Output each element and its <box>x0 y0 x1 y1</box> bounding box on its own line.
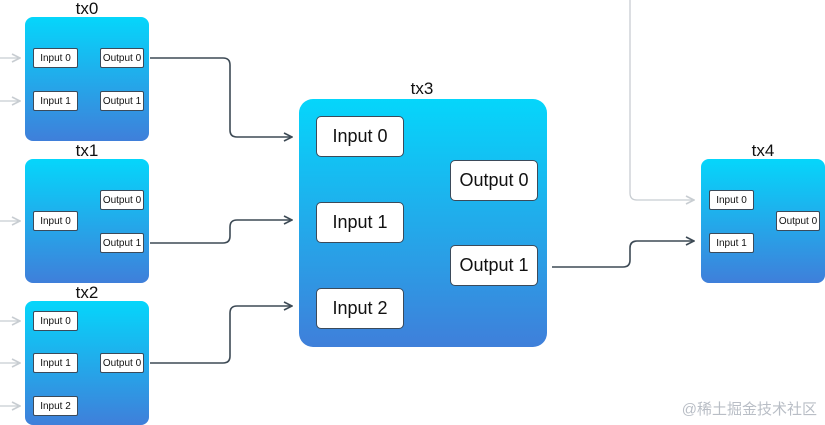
tx2-box: Input 0 Input 1 Input 2 Output 0 <box>25 301 149 425</box>
tx0-output-0: Output 0 <box>100 48 144 68</box>
tx1-box: Input 0 Output 0 Output 1 <box>25 159 149 283</box>
tx2-input-2: Input 2 <box>33 396 78 416</box>
tx4-output-0: Output 0 <box>776 211 820 231</box>
edge-tx2-output-0-to-tx3-input-2 <box>150 306 292 364</box>
tx1-title: tx1 <box>75 141 99 160</box>
tx2-title: tx2 <box>75 283 99 302</box>
tx3-input-0: Input 0 <box>316 116 404 157</box>
tx3-title: tx3 <box>410 79 434 98</box>
tx3-output-0: Output 0 <box>450 160 538 201</box>
tx1-output-1: Output 1 <box>100 233 144 253</box>
tx4-box: Input 0 Input 1 Output 0 <box>701 159 825 283</box>
tx3-input-1: Input 1 <box>316 202 404 243</box>
tx0-box: Input 0 Input 1 Output 0 Output 1 <box>25 17 149 141</box>
tx4-input-0: Input 0 <box>709 190 754 210</box>
tx3-output-1: Output 1 <box>450 245 538 286</box>
edge-tx3-output-1-to-tx4-input-1 <box>552 241 694 268</box>
tx4-input-1: Input 1 <box>709 233 754 253</box>
watermark: @稀土掘金技术社区 <box>681 401 817 418</box>
tx1-output-0: Output 0 <box>100 190 144 210</box>
tx3-input-2: Input 2 <box>316 288 404 329</box>
tx0-title: tx0 <box>75 0 99 18</box>
tx1-input-0: Input 0 <box>33 211 78 231</box>
tx0-output-1: Output 1 <box>100 91 144 111</box>
tx2-output-0: Output 0 <box>100 353 144 373</box>
edge-in-tx4-input-0 <box>629 0 694 200</box>
tx2-input-0: Input 0 <box>33 311 78 331</box>
tx0-input-1: Input 1 <box>33 91 78 111</box>
tx0-input-0: Input 0 <box>33 48 78 68</box>
edge-tx0-output-0-to-tx3-input-0 <box>150 57 292 137</box>
tx4-title: tx4 <box>751 141 775 160</box>
edge-tx1-output-1-to-tx3-input-1 <box>150 220 292 244</box>
tx2-input-1: Input 1 <box>33 353 78 373</box>
tx3-box: Input 0 Input 1 Input 2 Output 0 Output … <box>299 99 547 347</box>
